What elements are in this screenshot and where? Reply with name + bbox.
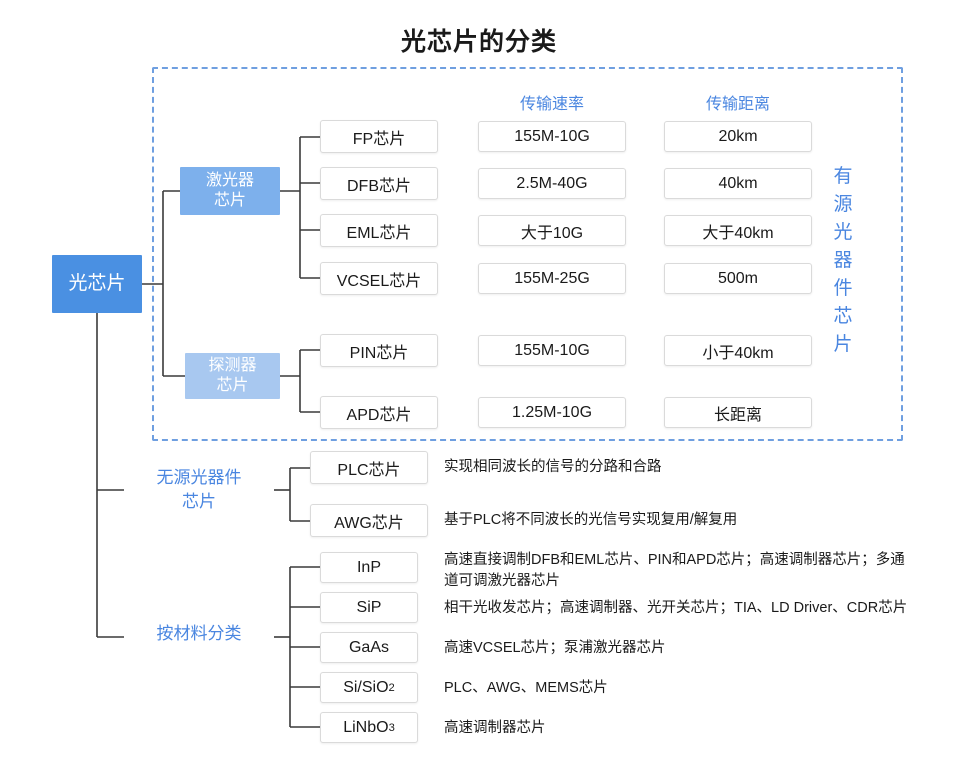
side-label-active-optical-chips: 有源光器件芯片 <box>828 163 858 359</box>
chip-distance-box: 长距离 <box>664 397 812 428</box>
node-laser-chip[interactable]: 激光器 芯片 <box>180 167 280 215</box>
side-label-char-4: 件 <box>833 278 853 299</box>
chip-rate-box: 大于10G <box>478 215 626 246</box>
chip-distance-box: 大于40km <box>664 215 812 246</box>
chip-rate-box: 2.5M-40G <box>478 168 626 199</box>
material-name-base: Si/SiO <box>343 678 389 696</box>
material-name-base: InP <box>356 558 381 576</box>
side-label-char-1: 源 <box>833 194 853 215</box>
chip-rate-box: 155M-10G <box>478 335 626 366</box>
label-passive-line2: 芯片 <box>182 492 216 511</box>
passive-chip-description: 基于PLC将不同波长的光信号实现复用/解复用 <box>444 512 738 528</box>
material-name-box[interactable]: GaAs <box>320 632 418 663</box>
side-label-char-0: 有 <box>833 166 853 187</box>
material-name-subscript: 2 <box>388 681 395 694</box>
node-detector-line1: 探测器 <box>208 357 257 374</box>
node-root-optical-chip[interactable]: 光芯片 <box>52 255 142 313</box>
material-name-box[interactable]: InP <box>320 552 418 583</box>
material-name-base: SiP <box>356 598 382 616</box>
label-by-material[interactable]: 按材料分类 <box>156 624 242 643</box>
chip-distance-box: 小于40km <box>664 335 812 366</box>
material-name-base: LiNbO <box>343 718 389 736</box>
chip-rate-box: 1.25M-10G <box>478 397 626 428</box>
passive-chip-name-box[interactable]: AWG芯片 <box>310 504 428 537</box>
node-laser-line2: 芯片 <box>213 192 246 209</box>
chip-rate-box: 155M-25G <box>478 263 626 294</box>
material-description: 高速VCSEL芯片；泵浦激光器芯片 <box>444 640 666 656</box>
chip-distance-box: 500m <box>664 263 812 294</box>
material-name-box[interactable]: SiP <box>320 592 418 623</box>
chip-name-box[interactable]: DFB芯片 <box>320 167 438 200</box>
material-description: 高速直接调制DFB和EML芯片、PIN和APD芯片；高速调制器芯片；多通 道可调… <box>444 552 905 589</box>
chip-distance-box: 20km <box>664 121 812 152</box>
material-description: 相干光收发芯片；高速调制器、光开关芯片；TIA、LD Driver、CDR芯片 <box>444 600 908 616</box>
chip-name-box[interactable]: EML芯片 <box>320 214 438 247</box>
side-label-char-2: 光 <box>833 222 853 243</box>
chip-name-box[interactable]: VCSEL芯片 <box>320 262 438 295</box>
side-label-char-3: 器 <box>833 250 853 271</box>
material-description: PLC、AWG、MEMS芯片 <box>444 680 608 696</box>
chip-distance-box: 40km <box>664 168 812 199</box>
node-detector-chip[interactable]: 探测器 芯片 <box>185 353 280 399</box>
material-name-base: GaAs <box>348 638 389 656</box>
chip-rate-box: 155M-10G <box>478 121 626 152</box>
active-optical-region-outline <box>152 67 903 441</box>
material-name-subscript: 3 <box>388 721 395 734</box>
side-label-char-5: 芯 <box>833 306 853 327</box>
chip-name-box[interactable]: PIN芯片 <box>320 334 438 367</box>
node-detector-line2: 芯片 <box>216 377 249 394</box>
passive-chip-name-box[interactable]: PLC芯片 <box>310 451 428 484</box>
column-header-transmission-rate: 传输速率 <box>519 96 584 113</box>
chip-name-box[interactable]: APD芯片 <box>320 396 438 429</box>
node-laser-line1: 激光器 <box>205 172 254 189</box>
label-passive-optical-chips[interactable]: 无源光器件 芯片 <box>124 466 274 514</box>
page-title: 光芯片的分类 <box>400 28 557 56</box>
chip-name-box[interactable]: FP芯片 <box>320 120 438 153</box>
side-label-char-6: 片 <box>833 334 853 355</box>
passive-chip-description: 实现相同波长的信号的分路和合路 <box>444 459 662 475</box>
label-passive-line1: 无源光器件 <box>156 468 242 487</box>
column-header-transmission-distance: 传输距离 <box>705 96 770 113</box>
material-description: 高速调制器芯片 <box>444 720 546 736</box>
